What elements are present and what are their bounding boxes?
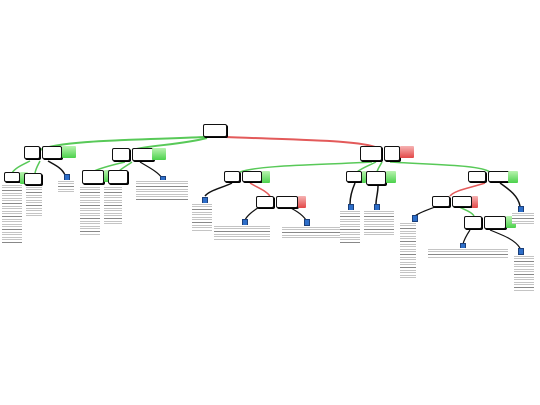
note-text-block <box>512 212 534 224</box>
argument-node-midleft-b[interactable] <box>132 148 154 161</box>
link-r3a <box>375 185 379 205</box>
link-r4b <box>499 182 521 207</box>
note-text-block <box>104 186 122 226</box>
argument-node-right[interactable] <box>360 146 382 161</box>
link-r4 <box>389 161 491 173</box>
argument-node-r2[interactable] <box>346 171 362 182</box>
con-badge <box>298 196 306 208</box>
argument-node-r4-con-a[interactable] <box>432 196 450 207</box>
link-l2 <box>34 160 41 174</box>
argument-node-midleft[interactable] <box>112 148 130 161</box>
argument-node-left[interactable] <box>24 146 40 159</box>
link-l1 <box>11 160 31 174</box>
argument-node-r4-b[interactable] <box>488 171 510 182</box>
note-text-block <box>514 255 534 291</box>
note-text-block <box>58 180 74 192</box>
pro-badge <box>152 148 166 160</box>
argument-node-r4[interactable] <box>468 171 486 182</box>
note-text-block <box>2 184 22 244</box>
document-icon[interactable] <box>518 248 524 255</box>
argument-node-r1-con-b[interactable] <box>276 196 298 208</box>
note-text-block <box>192 203 212 231</box>
note-text-block <box>400 222 416 280</box>
argument-node-l2[interactable] <box>24 173 42 185</box>
pro-badge <box>506 216 516 228</box>
argument-node-r1[interactable] <box>224 171 240 182</box>
note-text-block <box>364 210 394 236</box>
link-l3 <box>47 160 66 176</box>
argument-node-ml2[interactable] <box>108 170 128 184</box>
link-r1a <box>204 182 233 197</box>
pro-badge <box>62 146 76 158</box>
document-icon[interactable] <box>412 215 418 222</box>
link-root-right <box>224 136 379 149</box>
con-badge <box>472 196 478 208</box>
argument-node-r4-pro-a[interactable] <box>464 216 482 229</box>
note-text-block <box>340 210 360 244</box>
note-text-block <box>282 226 340 238</box>
link-r2a <box>349 182 356 205</box>
con-badge <box>400 146 414 158</box>
link-r4f <box>489 229 521 249</box>
argument-node-r1-b[interactable] <box>242 171 262 182</box>
argument-node-r4-pro-b[interactable] <box>484 216 506 229</box>
link-r4e <box>462 229 471 245</box>
note-text-block <box>428 248 508 258</box>
link-r1 <box>239 161 373 173</box>
pro-badge <box>262 171 270 183</box>
link-r1b <box>249 182 271 197</box>
link-r4a <box>449 182 486 197</box>
argument-node-right-b[interactable] <box>384 146 400 161</box>
pro-badge <box>508 171 518 183</box>
document-icon[interactable] <box>304 219 310 226</box>
argument-node-r4-con-b[interactable] <box>452 196 472 207</box>
argument-node-r3[interactable] <box>366 171 386 185</box>
note-text-block <box>80 186 100 236</box>
argument-node-l1[interactable] <box>4 172 20 182</box>
root-claim-node[interactable] <box>203 124 227 137</box>
note-text-block <box>26 186 42 216</box>
link-ml3 <box>139 161 163 179</box>
pro-badge <box>386 171 396 183</box>
note-text-block <box>136 180 188 202</box>
note-text-block <box>214 225 270 241</box>
pro-badge <box>362 171 366 183</box>
argument-node-ml1[interactable] <box>82 170 104 184</box>
argument-node-left-b[interactable] <box>42 146 62 159</box>
argument-node-r1-con-a[interactable] <box>256 196 274 208</box>
